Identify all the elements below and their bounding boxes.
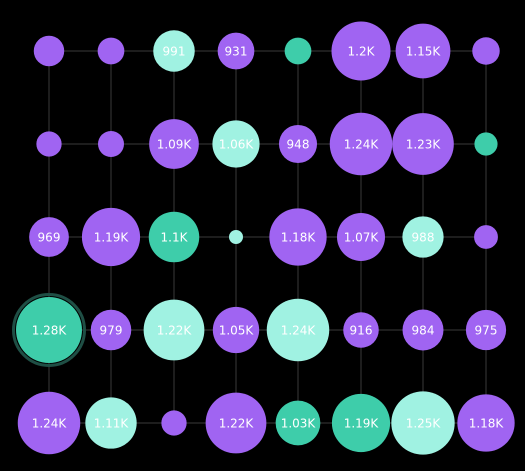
bubble-r5-c3[interactable] (161, 410, 187, 436)
bubble-label: 979 (100, 324, 123, 338)
bubble-label: 975 (475, 324, 498, 338)
bubble-label: 1.15K (406, 45, 442, 59)
bubble-r2-c3[interactable] (149, 119, 199, 169)
bubble-label: 1.1K (161, 231, 189, 245)
bubble-r4-c4[interactable] (212, 306, 260, 354)
bubble-r2-c4[interactable] (212, 120, 260, 168)
bubble-r3-c3[interactable] (148, 211, 200, 263)
bubble-r5-c1[interactable] (17, 391, 81, 455)
bubble-r2-c5[interactable] (278, 124, 318, 164)
bubble-r2-c7[interactable] (392, 113, 454, 175)
bubble-r3-c1[interactable] (29, 217, 69, 257)
bubble-label: 1.07K (344, 231, 380, 245)
bubble-r1-c1[interactable] (33, 35, 65, 67)
bubble-r1-c3[interactable] (153, 30, 195, 72)
bubble-label: 1.19K (344, 417, 380, 431)
bubble-r4-c1[interactable] (16, 297, 82, 363)
bubble-label: 931 (225, 45, 248, 59)
bubble-r1-c7[interactable] (395, 23, 451, 79)
bubble-label: 1.24K (344, 138, 380, 152)
bubble-r5-c8[interactable] (457, 394, 515, 452)
bubble-label: 1.22K (219, 417, 255, 431)
bubble-label: 916 (350, 324, 373, 338)
bubble-r3-c7[interactable] (402, 216, 444, 258)
bubble-r4-c2[interactable] (90, 309, 132, 351)
bubble-r1-c2[interactable] (97, 37, 125, 65)
bubble-r2-c8[interactable] (474, 132, 498, 156)
bubble-r5-c7[interactable] (391, 391, 455, 455)
bubble-r5-c6[interactable] (331, 393, 391, 453)
bubble-label: 1.2K (348, 45, 376, 59)
bubble-r5-c2[interactable] (85, 397, 137, 449)
bubble-r4-c6[interactable] (343, 312, 379, 348)
bubble-r1-c8[interactable] (472, 37, 500, 65)
bubble-r4-c8[interactable] (465, 309, 507, 351)
bubble-label: 1.24K (32, 417, 68, 431)
bubble-label: 1.09K (157, 138, 193, 152)
bubble-r2-c6[interactable] (329, 112, 393, 176)
bubble-r3-c4[interactable] (229, 230, 243, 244)
bubble-label: 948 (287, 138, 310, 152)
bubble-label: 1.22K (157, 324, 193, 338)
bubble-r5-c4[interactable] (205, 392, 267, 454)
bubble-label: 1.05K (219, 324, 255, 338)
bubble-r3-c2[interactable] (81, 207, 141, 267)
bubble-label: 988 (412, 231, 435, 245)
bubble-label: 984 (412, 324, 435, 338)
bubbles: 991 931 1.2K 1.15K 1.09K 1.06K 948 1.24K 1.23K 96… (12, 21, 515, 455)
bubble-label: 1.25K (406, 417, 442, 431)
bubble-r1-c6[interactable] (331, 21, 391, 81)
bubble-r1-c4[interactable] (217, 32, 255, 70)
bubble-label: 1.28K (32, 324, 68, 338)
highlight-ring (12, 293, 86, 367)
bubble-label: 991 (163, 45, 186, 59)
bubble-label: 1.18K (281, 231, 317, 245)
bubble-r2-c1[interactable] (36, 131, 62, 157)
bubble-r4-c3[interactable] (143, 299, 205, 361)
bubble-label: 1.11K (94, 417, 130, 431)
bubble-label: 969 (38, 231, 61, 245)
bubble-label: 1.06K (219, 138, 255, 152)
bubble-r3-c8[interactable] (474, 225, 498, 249)
bubble-r4-c5[interactable] (266, 298, 330, 362)
bubble-label: 1.03K (281, 417, 317, 431)
bubble-r5-c5[interactable] (275, 400, 321, 446)
bubble-r1-c5[interactable] (284, 37, 312, 65)
bubble-label: 1.19K (94, 231, 130, 245)
bubble-r2-c2[interactable] (97, 130, 125, 158)
bubble-label: 1.23K (406, 138, 442, 152)
bubble-label: 1.24K (281, 324, 317, 338)
bubble-r3-c5[interactable] (269, 208, 327, 266)
bubble-r4-c7[interactable] (402, 309, 444, 351)
bubble-r3-c6[interactable] (336, 212, 386, 262)
bubble-label: 1.18K (469, 417, 505, 431)
